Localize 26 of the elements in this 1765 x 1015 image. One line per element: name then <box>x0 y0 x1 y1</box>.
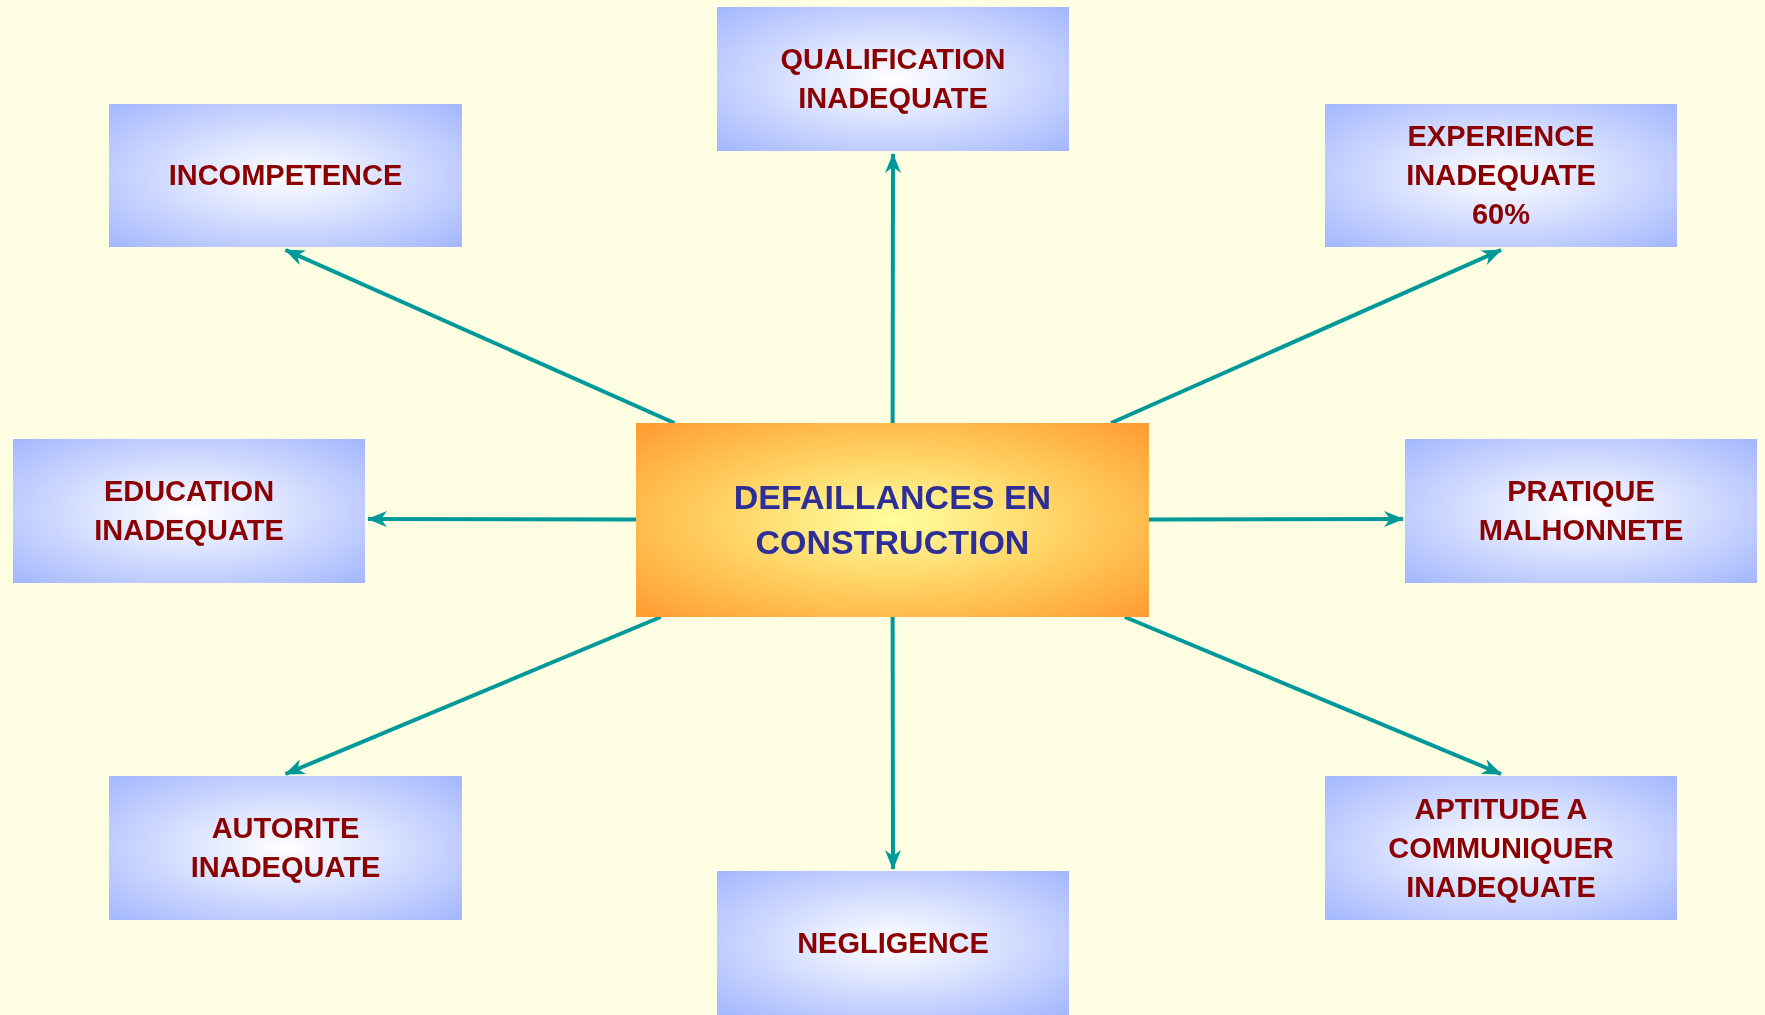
arrow <box>367 511 636 528</box>
cause-box <box>1405 439 1757 583</box>
cause-box <box>1325 776 1677 920</box>
arrow <box>884 153 901 423</box>
cause-box <box>109 104 462 247</box>
cause-box <box>13 439 365 583</box>
box-label: PRATIQUE MALHONNETE <box>1477 474 1685 548</box>
arrow <box>284 248 676 425</box>
arrow <box>1110 248 1502 425</box>
arrow <box>1149 511 1404 528</box>
cause-box <box>717 7 1069 151</box>
central-box <box>636 423 1149 617</box>
cause-box <box>717 871 1069 1015</box>
arrow <box>284 615 662 776</box>
cause-box <box>109 776 462 920</box>
box-label: APTITUDE A COMMUNIQUER INADEQUATE <box>1387 791 1615 905</box>
cause-box <box>1325 104 1677 247</box>
box-label: AUTORITE INADEQUATE <box>189 811 382 885</box>
arrow <box>884 617 901 870</box>
box-label: QUALIFICATION INADEQUATE <box>779 42 1007 116</box>
box-label: INCOMPETENCE <box>167 158 404 193</box>
box-label: EDUCATION INADEQUATE <box>93 474 285 548</box>
box-label: NEGLIGENCE <box>796 925 990 961</box>
arrow <box>1124 615 1502 776</box>
box-label: DEFAILLANCES EN CONSTRUCTION <box>732 477 1053 563</box>
box-label: EXPERIENCE INADEQUATE 60% <box>1405 119 1597 232</box>
